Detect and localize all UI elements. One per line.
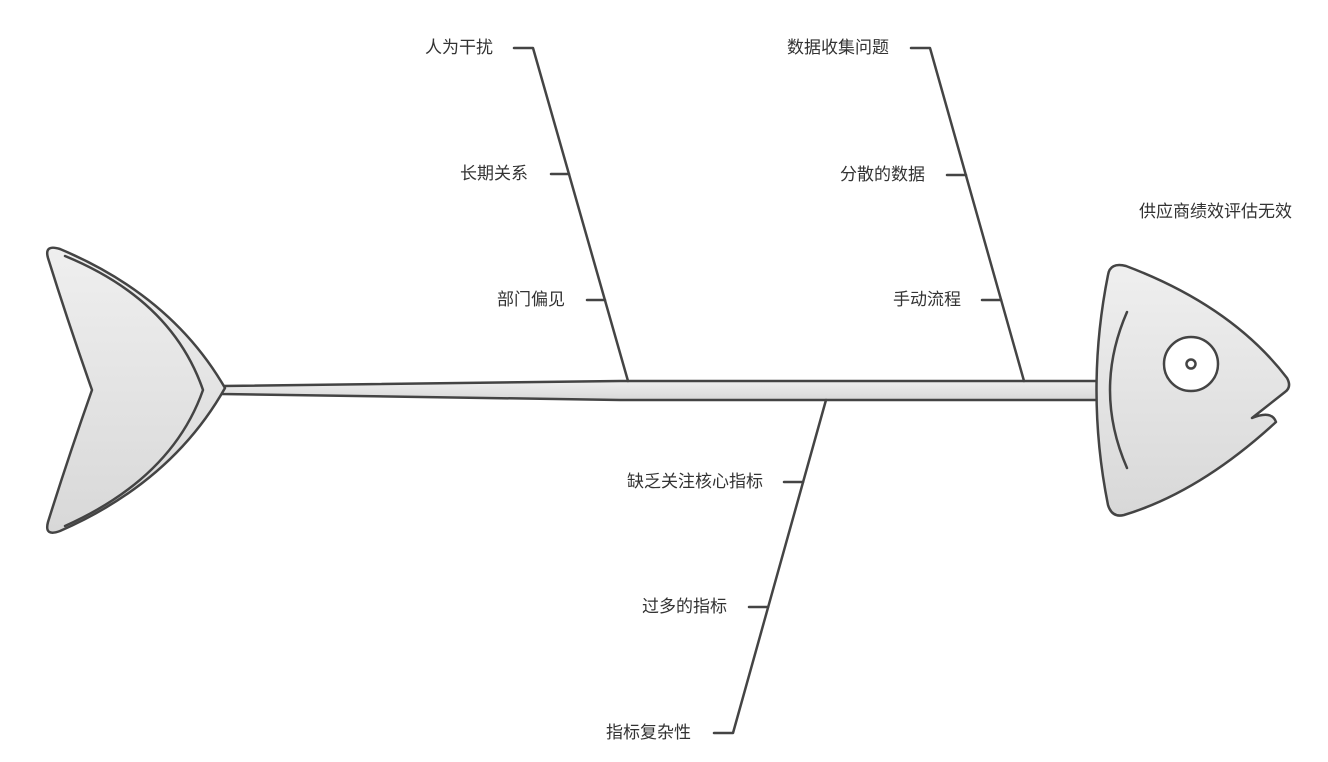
- fish-gill-line: [1108, 310, 1129, 470]
- cause-label: 过多的指标: [642, 597, 727, 617]
- cause-label: 数据收集问题: [787, 38, 889, 58]
- cause-label: 分散的数据: [840, 165, 925, 185]
- bone-lower: [712, 398, 828, 735]
- fish-tail-inner-line: [63, 254, 205, 528]
- fish-pupil: [1185, 358, 1197, 370]
- cause-label: 缺乏关注核心指标: [627, 472, 763, 492]
- cause-label: 长期关系: [460, 164, 528, 184]
- effect-label: 供应商绩效评估无效: [1139, 202, 1292, 222]
- cause-label: 手动流程: [893, 290, 961, 310]
- fish-spine: [220, 379, 1102, 402]
- cause-label: 部门偏见: [497, 290, 565, 310]
- cause-label: 指标复杂性: [606, 723, 691, 743]
- bone-upper-right: [909, 46, 1026, 383]
- fish-tail: [46, 246, 227, 534]
- cause-label: 人为干扰: [425, 38, 493, 58]
- bone-upper-left: [512, 46, 630, 383]
